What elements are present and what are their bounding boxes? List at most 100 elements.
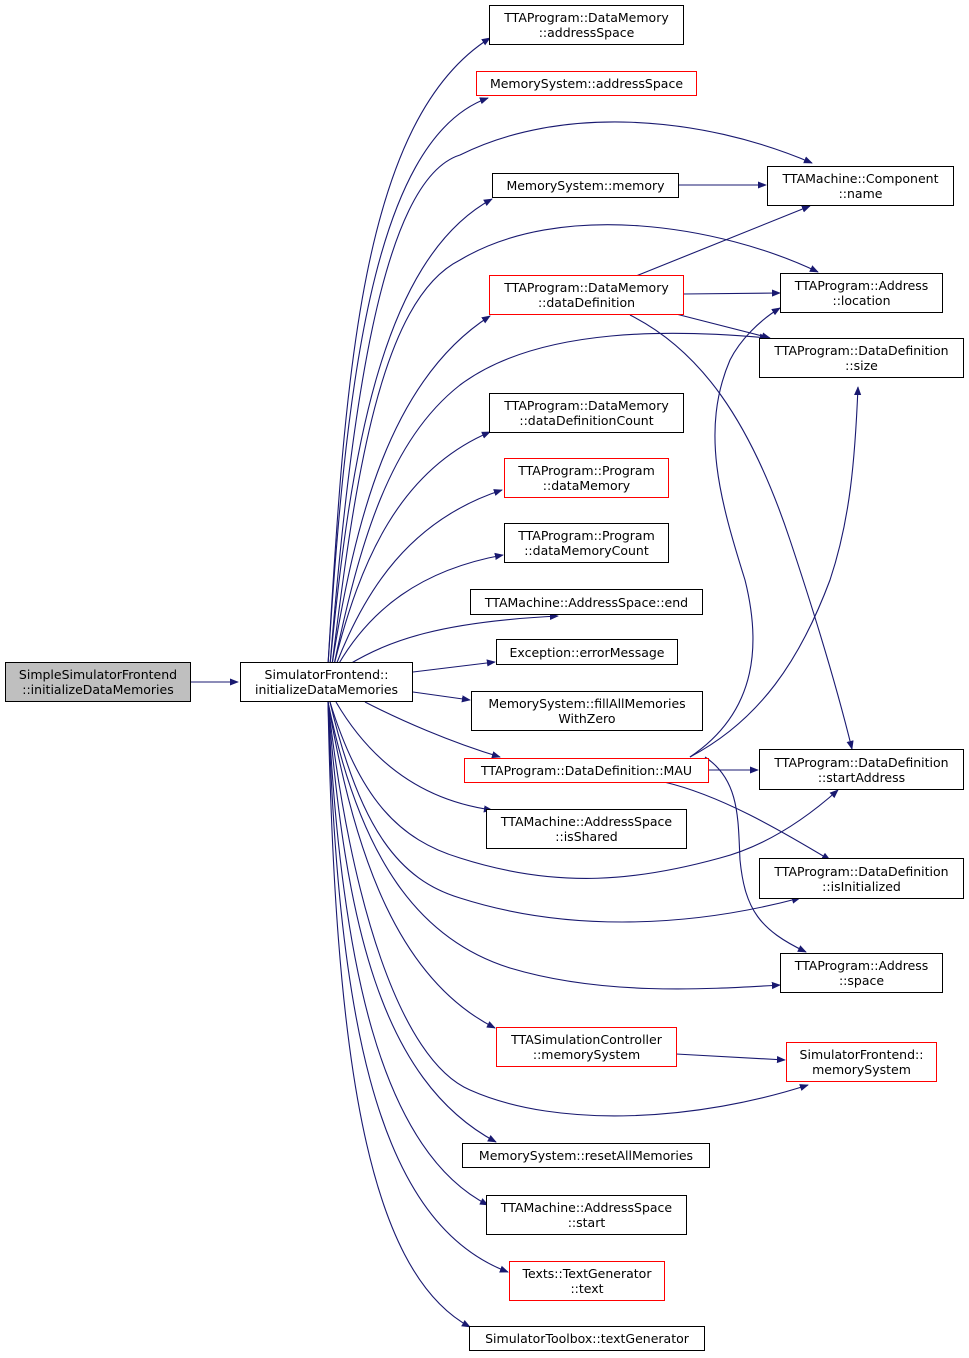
node-root-line2: ::initializeDataMemories [22,682,174,697]
edge-to-dd-mau [364,701,501,759]
node-sf-memory-system[interactable]: SimulatorFrontend:: memorySystem [786,1042,937,1082]
node-ms-fill-all-memories-line2: WithZero [558,711,616,726]
edge-dm-data-definition-to-component-name [635,205,811,277]
edge-to-dd-is-initialized-bottom [329,701,801,923]
edge-to-tsc-memory-system [327,701,496,1029]
node-ms-memory-line1: MemorySystem::memory [506,178,665,193]
node-dm-data-definition-line2: ::dataDefinition [537,295,636,310]
node-ms-reset-all-memories[interactable]: MemorySystem::resetAllMemories [462,1143,710,1168]
node-exception-error-message-line1: Exception::errorMessage [509,644,665,660]
node-ms-reset-all-memories-line1: MemorySystem::resetAllMemories [478,1148,694,1163]
edge-to-as-shared [335,701,493,813]
edge-to-ms-reset [327,701,497,1143]
edge-to-text-generator [327,701,509,1273]
node-dm-address-space[interactable]: TTAProgram::DataMemory ::addressSpace [489,5,684,45]
edge-dm-data-definition-to-dd-start-address [629,314,854,750]
edge-to-as-start [327,701,489,1206]
node-as-is-shared-line2: ::isShared [555,829,618,844]
node-ms-memory[interactable]: MemorySystem::memory [492,173,679,198]
edge-to-dd-size-top [333,332,769,666]
node-text-generator-text-line1: Texts::TextGenerator [522,1266,652,1281]
edge-to-stb-text-generator [327,701,471,1328]
node-dm-data-definition-count-line1: TTAProgram::DataMemory [504,398,669,413]
node-as-is-shared[interactable]: TTAMachine::AddressSpace ::isShared [486,809,687,849]
node-dd-is-initialized-line2: ::isInitialized [822,878,901,894]
node-text-generator-text-line2: ::text [570,1281,604,1296]
node-dd-is-initialized-line1: TTAProgram::DataDefinition [774,863,949,879]
node-sf-memory-system-line1: SimulatorFrontend:: [799,1047,924,1062]
node-component-name-line2: ::name [838,186,883,201]
node-ms-address-space[interactable]: MemorySystem::addressSpace [476,71,697,96]
node-ms-address-space-line1: MemorySystem::addressSpace [489,76,684,91]
node-dm-address-space-line1: TTAProgram::DataMemory [504,10,669,25]
edge-to-program-data-memory [335,489,503,666]
node-program-data-memory-line2: ::dataMemory [542,478,631,493]
node-address-location-line2: ::location [832,293,891,308]
node-dd-start-address-line1: TTAProgram::DataDefinition [774,754,949,770]
node-address-location[interactable]: TTAProgram::Address ::location [780,273,943,313]
node-dd-start-address-line2: ::startAddress [817,769,906,785]
node-dd-size-line2: ::size [845,358,878,373]
edge-dd-mau-to-address-space [704,756,807,953]
node-tsc-memory-system-line1: TTASimulationController [511,1032,662,1047]
node-as-start-line1: TTAMachine::AddressSpace [500,1200,673,1215]
node-dd-mau-line1: TTAProgram::DataDefinition::MAU [480,763,693,778]
node-dm-data-definition-count[interactable]: TTAProgram::DataMemory ::dataDefinitionC… [489,393,684,433]
edge-to-ms-memory [329,198,493,666]
node-sf-memory-system-line2: memorySystem [812,1062,911,1077]
node-stb-text-generator-line1: SimulatorToolbox::textGenerator [485,1331,689,1346]
edge-dm-data-definition-to-address-location [682,289,781,297]
edge-to-component-name-top [329,121,813,666]
edge-dd-mau-to-dd-size [689,386,862,758]
node-address-space[interactable]: TTAProgram::Address ::space [780,953,943,993]
edge-to-exception-error [412,659,496,673]
node-program-data-memory-count[interactable]: TTAProgram::Program ::dataMemoryCount [504,523,669,563]
node-tsc-memory-system[interactable]: TTASimulationController ::memorySystem [496,1027,677,1067]
node-tsc-memory-system-line2: ::memorySystem [532,1047,641,1062]
node-as-is-shared-line1: TTAMachine::AddressSpace [500,814,673,829]
edge-to-dd-start-address-bottom [329,701,839,879]
node-stb-text-generator[interactable]: SimulatorToolbox::textGenerator [469,1326,705,1351]
node-address-space-line1: TTAProgram::Address [794,958,929,973]
node-root[interactable]: SimpleSimulatorFrontend ::initializeData… [5,662,191,702]
node-as-end-line1: TTAMachine::AddressSpace::end [484,594,689,610]
node-dd-size[interactable]: TTAProgram::DataDefinition ::size [759,338,964,378]
node-root-line1: SimpleSimulatorFrontend [18,667,178,682]
edge-to-address-location-top [331,224,819,666]
node-sf-init-line2: initializeDataMemories [254,682,399,697]
node-dd-mau[interactable]: TTAProgram::DataDefinition::MAU [464,758,709,783]
node-program-data-memory-count-line1: TTAProgram::Program [518,528,655,543]
node-program-data-memory[interactable]: TTAProgram::Program ::dataMemory [504,458,669,498]
node-as-end[interactable]: TTAMachine::AddressSpace::end [470,589,703,615]
node-dm-data-definition[interactable]: TTAProgram::DataMemory ::dataDefinition [489,275,684,315]
edge-to-program-data-memory-count [337,552,504,666]
edge-to-dm-data-definition [331,315,491,666]
edge-to-dm-data-definition-count [333,431,491,666]
node-program-data-memory-count-line2: ::dataMemoryCount [524,543,649,558]
node-program-data-memory-line1: TTAProgram::Program [518,463,655,478]
edge-to-as-end [347,612,559,666]
node-dm-data-definition-line1: TTAProgram::DataMemory [504,280,669,295]
node-ms-fill-all-memories-line1: MemorySystem::fillAllMemories [488,696,686,711]
edge-to-ms-address-space [327,97,489,666]
node-sf-init-line1: SimulatorFrontend:: [264,667,389,682]
node-dd-start-address[interactable]: TTAProgram::DataDefinition ::startAddres… [759,749,964,790]
edge-to-ms-fill [412,691,471,703]
edge-to-address-space-bottom [327,701,781,990]
node-dd-is-initialized[interactable]: TTAProgram::DataDefinition ::isInitializ… [759,858,964,899]
node-text-generator-text[interactable]: Texts::TextGenerator ::text [509,1261,665,1301]
node-component-name[interactable]: TTAMachine::Component ::name [767,166,954,206]
node-dd-size-line1: TTAProgram::DataDefinition [774,343,949,358]
edge-to-sf-memory-system-bottom [327,701,809,1117]
edge-tsc-to-sf-memory-system [675,1053,786,1064]
node-ms-fill-all-memories[interactable]: MemorySystem::fillAllMemories WithZero [471,691,703,731]
node-sf-init[interactable]: SimulatorFrontend:: initializeDataMemori… [240,662,413,702]
edge-dm-data-definition-to-dd-size [675,313,771,340]
edge-dd-mau-to-address-location [689,307,781,758]
edge-dd-mau-to-dd-is-initialized [663,781,831,861]
node-exception-error-message[interactable]: Exception::errorMessage [496,639,678,665]
node-as-start[interactable]: TTAMachine::AddressSpace ::start [486,1195,687,1235]
node-address-location-line1: TTAProgram::Address [794,278,929,293]
node-dm-data-definition-count-line2: ::dataDefinitionCount [519,413,654,428]
